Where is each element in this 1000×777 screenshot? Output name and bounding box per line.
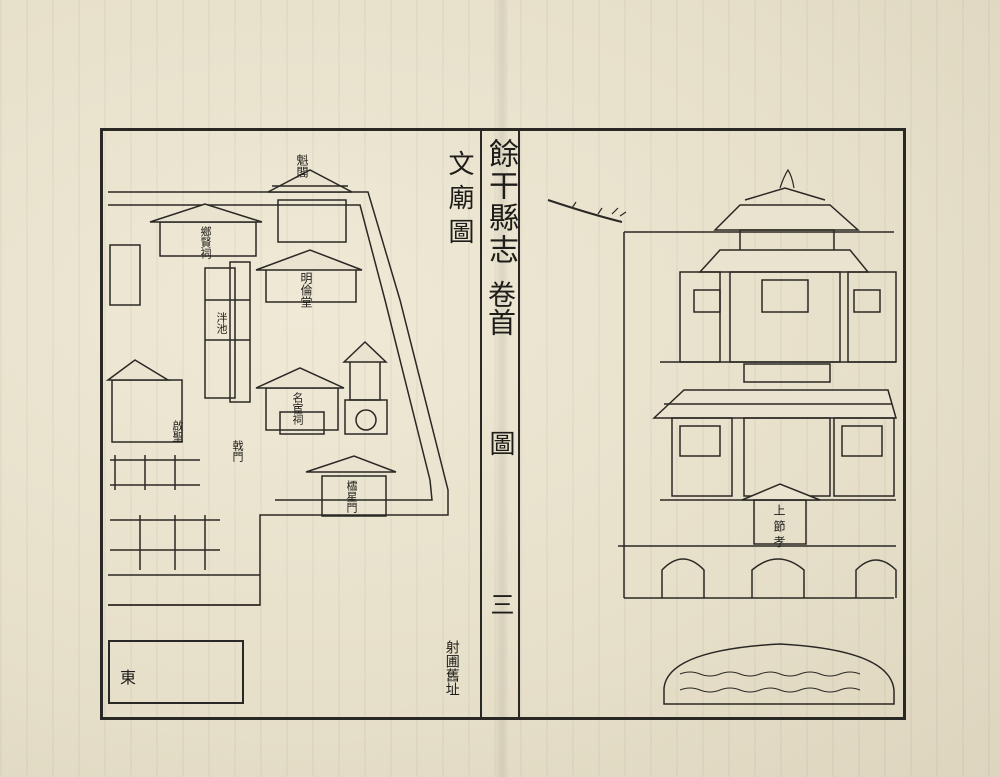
building-label: 名宦祠 (291, 392, 304, 425)
building-label: 啟聖 (171, 420, 184, 442)
building-label: 魁閣 (295, 154, 309, 178)
section-label: 圖 (485, 430, 515, 456)
spine-rule-right (518, 131, 520, 717)
page-frame (100, 128, 906, 720)
center-fold (496, 0, 508, 777)
book-title: 餘干縣志 (483, 138, 518, 266)
illustration-title: 文廟圖 (444, 150, 474, 252)
temple-compound-drawing (105, 169, 449, 606)
building-label: 櫺星門 (345, 480, 358, 513)
gate-tower-drawing (547, 168, 897, 705)
page-number: 三 (486, 592, 514, 616)
building-label: 泮池 (215, 312, 228, 334)
building-label: 鄉賢祠 (199, 226, 212, 259)
building-label: 明倫堂 (299, 272, 313, 308)
volume-label: 卷首 (484, 280, 517, 336)
building-label: 戟門 (231, 440, 244, 462)
illustration-credit: 射圃舊址 (443, 640, 460, 696)
east-marker-box (108, 640, 244, 704)
east-marker-label: 東 (120, 668, 137, 687)
spine-rule-left (480, 131, 482, 717)
gate-plaque: 上 節 孝 (772, 504, 786, 548)
